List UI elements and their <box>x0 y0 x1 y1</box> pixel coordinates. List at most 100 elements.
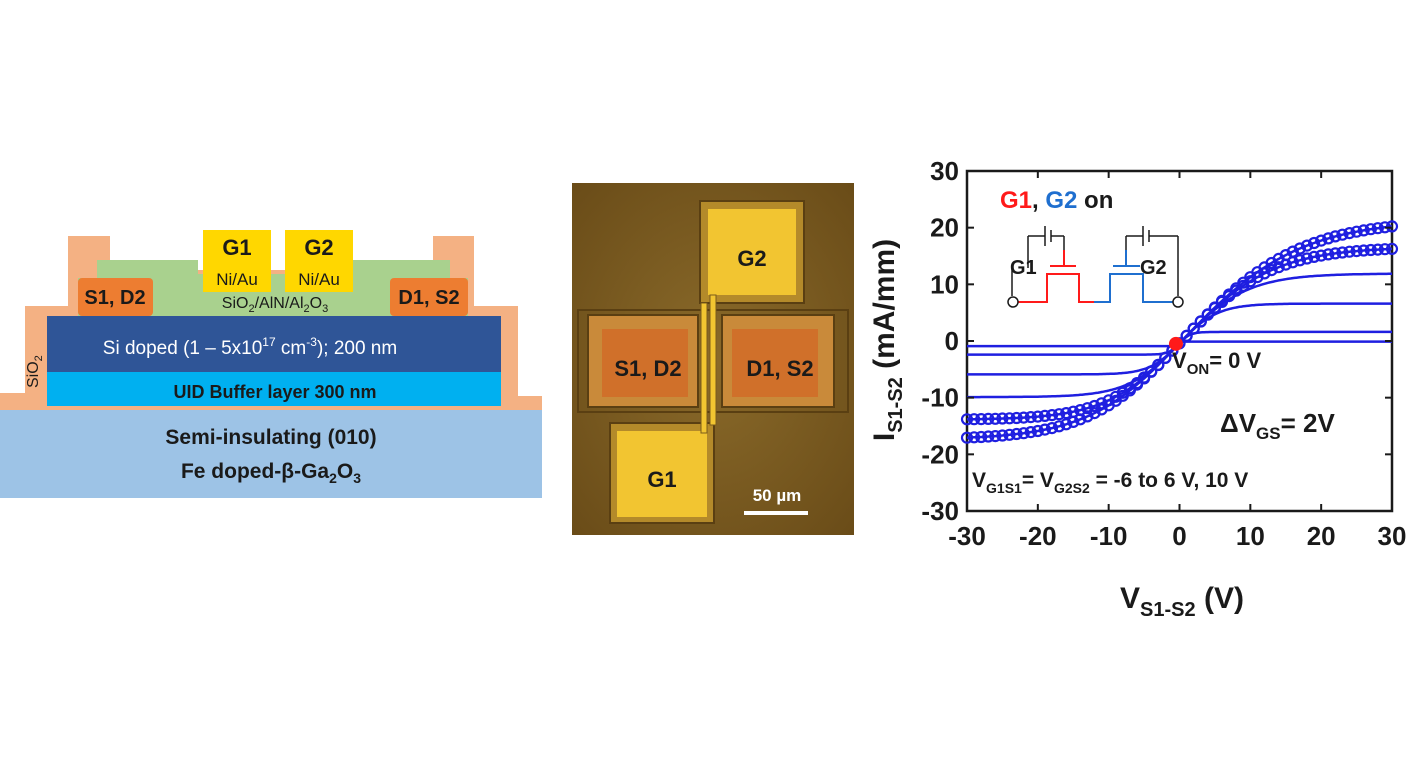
iv-marker <box>1053 420 1066 433</box>
iv-marker <box>975 430 988 444</box>
iv-marker <box>1067 415 1080 428</box>
iv-marker <box>1322 232 1335 245</box>
iv-marker <box>1159 351 1172 364</box>
iv-marker <box>1060 418 1073 431</box>
inset-label-g1: G1 <box>1010 257 1037 279</box>
iv-marker <box>1336 228 1349 241</box>
iv-curve-4 <box>967 272 1392 399</box>
iv-marker <box>1138 372 1151 385</box>
pad-right <box>732 329 818 397</box>
iv-marker <box>1010 411 1023 425</box>
iv-marker <box>1215 294 1229 307</box>
iv-marker <box>1308 236 1321 250</box>
x-tick-label: 30 <box>1378 521 1407 551</box>
iv-marker <box>1053 408 1066 421</box>
pad-right-label: D1, S2 <box>746 356 813 381</box>
contact-right-label: D1, S2 <box>398 287 459 309</box>
iv-marker <box>1300 239 1314 252</box>
inset-label-g2: G2 <box>1140 257 1167 279</box>
gate1-label: G1 <box>222 235 251 260</box>
iv-marker <box>960 413 974 426</box>
iv-marker <box>1045 422 1059 435</box>
terminal-left <box>1007 296 1019 308</box>
battery-left <box>1027 226 1065 268</box>
y-axis-label: IS1-S2 (mA/mm) <box>868 239 907 441</box>
iv-marker <box>1350 225 1363 238</box>
iv-marker <box>1371 222 1384 235</box>
contact-left <box>78 278 153 316</box>
iv-marker <box>1286 245 1299 258</box>
inset-title: G1, G2 on <box>1000 187 1113 214</box>
iv-marker <box>1385 242 1399 256</box>
pad-g1 <box>617 431 707 517</box>
iv-marker <box>1378 243 1392 256</box>
x-tick-label: 20 <box>1307 521 1336 551</box>
iv-marker <box>1038 409 1051 422</box>
transistor-g1 <box>1018 250 1094 303</box>
iv-marker <box>989 412 1002 425</box>
y-tick-label: 30 <box>930 156 959 186</box>
gate-2 <box>285 230 353 292</box>
iv-marker <box>1201 308 1214 321</box>
iv-marker <box>1123 384 1136 397</box>
iv-marker <box>1293 242 1306 255</box>
scale-bar <box>744 511 808 515</box>
iv-marker <box>1130 378 1144 391</box>
iv-marker <box>1081 410 1094 423</box>
x-tick-label: 10 <box>1236 521 1265 551</box>
iv-marker <box>1364 223 1377 236</box>
iv-marker <box>1357 244 1370 257</box>
dielectric-layer <box>78 260 468 316</box>
iv-marker <box>1322 248 1335 261</box>
chart-markers <box>960 220 1399 444</box>
pad-left <box>602 329 688 397</box>
gate1-metal-label: Ni/Au <box>216 270 258 289</box>
gate2-metal-label: Ni/Au <box>298 270 340 289</box>
iv-marker <box>1095 397 1108 410</box>
iv-marker <box>1038 423 1051 436</box>
iv-marker <box>1258 267 1271 280</box>
substrate-layer <box>0 410 542 498</box>
iv-marker <box>1223 288 1236 301</box>
y-tick-label: -20 <box>921 439 959 469</box>
y-tick-label: 0 <box>945 326 959 356</box>
transistor-g2 <box>1094 250 1176 303</box>
dielectric-label: SiO2/AlN/Al2O3 <box>222 295 328 315</box>
inset-circuit: G1, G2 on G1 G2 <box>1000 187 1184 308</box>
pad-left-label: S1, D2 <box>614 356 681 381</box>
von-annotation: VON= 0 V <box>1172 348 1261 378</box>
iv-marker <box>1024 411 1037 424</box>
iv-marker <box>996 412 1009 425</box>
iv-marker <box>1208 301 1221 314</box>
iv-marker <box>1300 252 1314 265</box>
iv-marker <box>996 429 1009 442</box>
iv-marker <box>1003 412 1016 425</box>
iv-marker <box>1031 410 1044 423</box>
iv-marker <box>975 413 988 426</box>
iv-marker <box>960 431 974 444</box>
device-cross-section: G1 G2 Ni/Au Ni/Au SiO2/AlN/Al2O3 S1, D2 … <box>0 230 542 498</box>
iv-marker <box>1357 224 1370 237</box>
iv-marker <box>1371 243 1384 256</box>
iv-marker <box>1045 409 1059 422</box>
iv-marker <box>1088 399 1101 413</box>
battery-right <box>1125 226 1179 268</box>
y-tick-label: -30 <box>921 496 959 526</box>
bias-annotation: VG1S1= VG2S2 = -6 to 6 V, 10 V <box>972 469 1248 496</box>
iv-marker <box>1350 244 1363 258</box>
iv-marker <box>1308 250 1321 264</box>
iv-marker <box>1010 427 1023 441</box>
iv-marker <box>967 431 981 444</box>
buffer-layer <box>47 372 501 406</box>
buffer-label: UID Buffer layer 300 nm <box>173 382 376 402</box>
scale-bar-label: 50 µm <box>753 486 802 505</box>
x-tick-label: -20 <box>1019 521 1057 551</box>
terminal-right <box>1172 296 1184 308</box>
iv-marker <box>1017 411 1030 424</box>
von-point <box>1168 336 1183 351</box>
contact-right <box>390 278 468 316</box>
x-tick-label: -10 <box>1090 521 1128 551</box>
iv-marker <box>1031 424 1044 438</box>
